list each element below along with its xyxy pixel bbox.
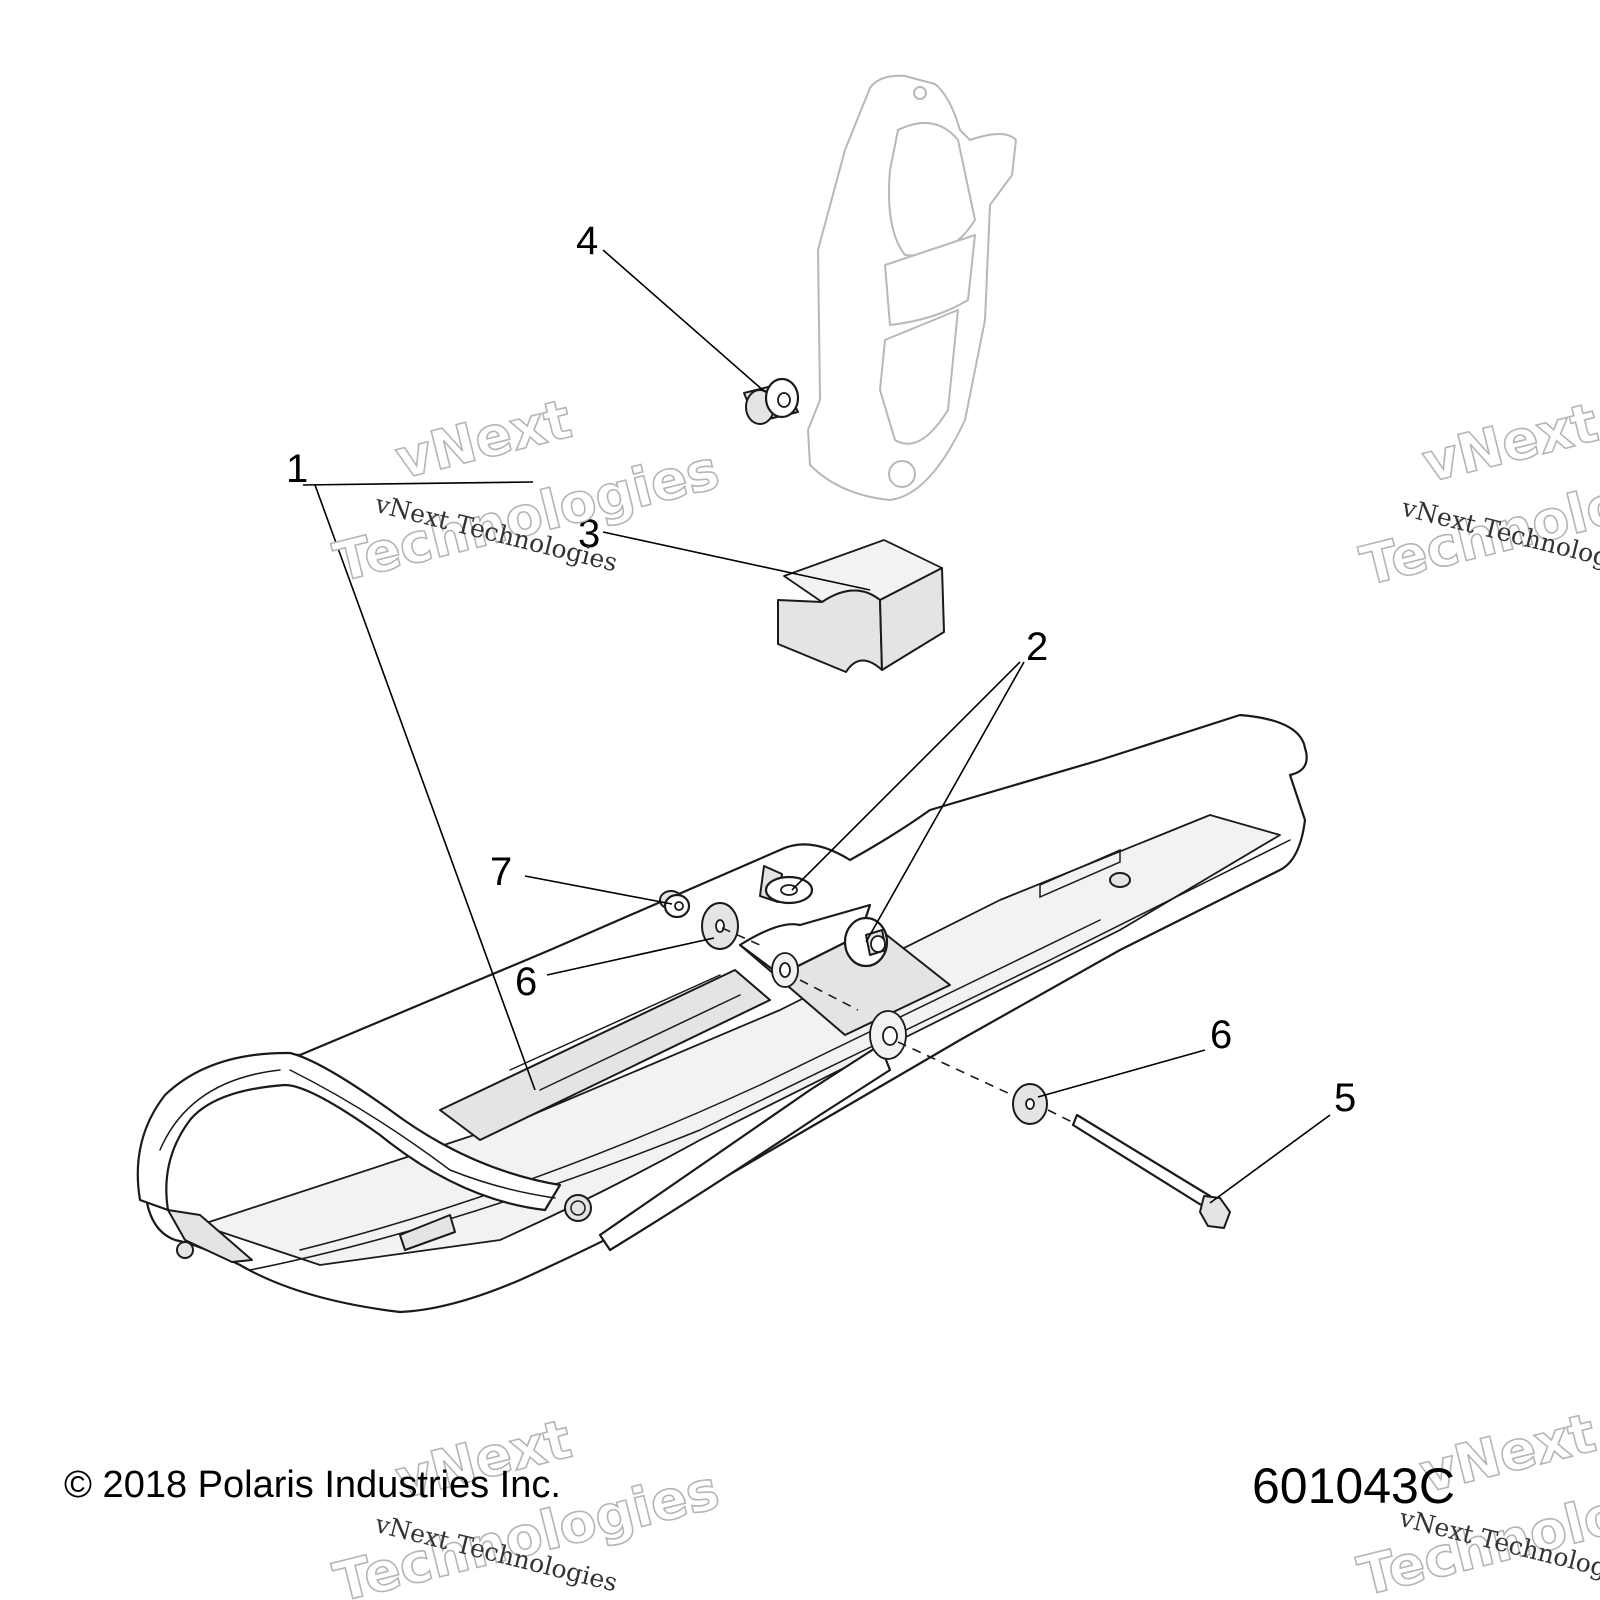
bushing-part-2-upper bbox=[759, 865, 814, 905]
diagram-id: 601043C bbox=[1252, 1458, 1455, 1514]
callout-6-left: 6 bbox=[515, 960, 537, 1004]
nut-part-7 bbox=[659, 890, 691, 919]
svg-text:vNext: vNext bbox=[390, 387, 578, 491]
callout-3: 3 bbox=[578, 512, 600, 556]
ski-spindle-ghost bbox=[807, 74, 1017, 501]
leaders bbox=[314, 249, 1331, 1204]
bolt-part-5 bbox=[1071, 1113, 1231, 1229]
callout-5: 5 bbox=[1334, 1076, 1356, 1120]
svg-text:vNext: vNext bbox=[1416, 391, 1600, 495]
ski-loop-handle bbox=[136, 1051, 562, 1263]
callout-labels: 1 2 3 4 5 6 6 7 bbox=[286, 219, 1356, 1120]
watermark-upper-right: vNext Technologies vNext Technologies bbox=[1354, 390, 1600, 599]
callout-2: 2 bbox=[1026, 625, 1048, 669]
watermark-upper-left: vNext Technologies vNext Technologies bbox=[327, 386, 726, 595]
ski-body-part-1 bbox=[141, 713, 1308, 1314]
bushing-part-4 bbox=[743, 377, 800, 425]
assembly-axis-lines bbox=[721, 927, 1073, 1123]
callout-1: 1 bbox=[286, 447, 308, 491]
callout-7: 7 bbox=[490, 850, 512, 894]
wedge-block-part-3 bbox=[777, 539, 945, 673]
callout-6-right: 6 bbox=[1210, 1013, 1232, 1057]
washer-part-6-right bbox=[1012, 1083, 1048, 1125]
callout-leader-lines bbox=[302, 481, 534, 486]
copyright-text: © 2018 Polaris Industries Inc. bbox=[64, 1464, 561, 1506]
callout-4: 4 bbox=[576, 219, 598, 263]
washer-part-6-left bbox=[701, 902, 739, 950]
